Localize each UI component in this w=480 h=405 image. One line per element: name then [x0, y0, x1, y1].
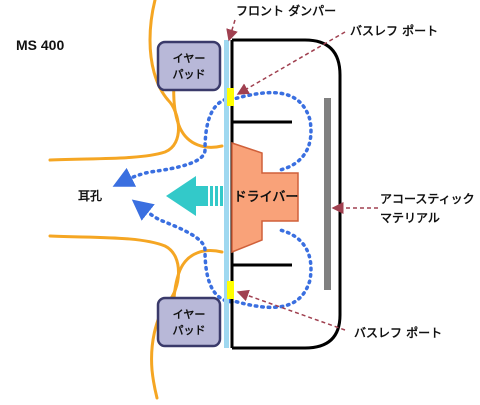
acoustic-material-label-2: マテリアル: [380, 211, 440, 225]
ear-pad-top-label-2: パッド: [173, 68, 206, 81]
flow-lower-inner: [131, 199, 234, 304]
leader-front-damper: [226, 19, 238, 42]
sound-arrow: [166, 176, 223, 216]
driver: [231, 141, 299, 254]
bass-reflex-port-top: [227, 88, 234, 106]
driver-label: ドライバー: [234, 190, 299, 205]
flow-upper-inner: [112, 96, 234, 187]
ear-pad-bottom: イヤー パッド: [156, 296, 222, 348]
front-damper: [224, 40, 229, 348]
bass-reflex-top-label: バスレフ ポート: [350, 23, 438, 38]
ear-canal-label: 耳孔: [78, 189, 102, 203]
acoustic-material: [324, 98, 331, 290]
leader-bass-reflex-bottom: [236, 289, 346, 331]
air-flow-paths: [112, 90, 313, 310]
acoustic-material-label-1: アコースティック: [380, 192, 475, 206]
flow-lower-outer: [228, 228, 313, 310]
front-damper-label: フロント ダンパー: [236, 3, 336, 18]
diagram-title: MS 400: [16, 37, 64, 53]
housing-enclosure: [232, 38, 342, 350]
bass-reflex-port-bottom: [227, 281, 234, 299]
flow-upper-outer: [228, 90, 313, 172]
leader-lines: [226, 19, 378, 331]
ear-pad-top: イヤー パッド: [156, 40, 222, 92]
ear-canal-upper-wall: [48, 0, 180, 162]
ear-pad-top-label-1: イヤー: [173, 52, 206, 65]
ear-pad-bottom-label-2: パッド: [173, 324, 206, 337]
ear-pad-bottom-label-1: イヤー: [173, 308, 206, 321]
bass-reflex-bottom-label: バスレフ ポート: [354, 325, 442, 340]
